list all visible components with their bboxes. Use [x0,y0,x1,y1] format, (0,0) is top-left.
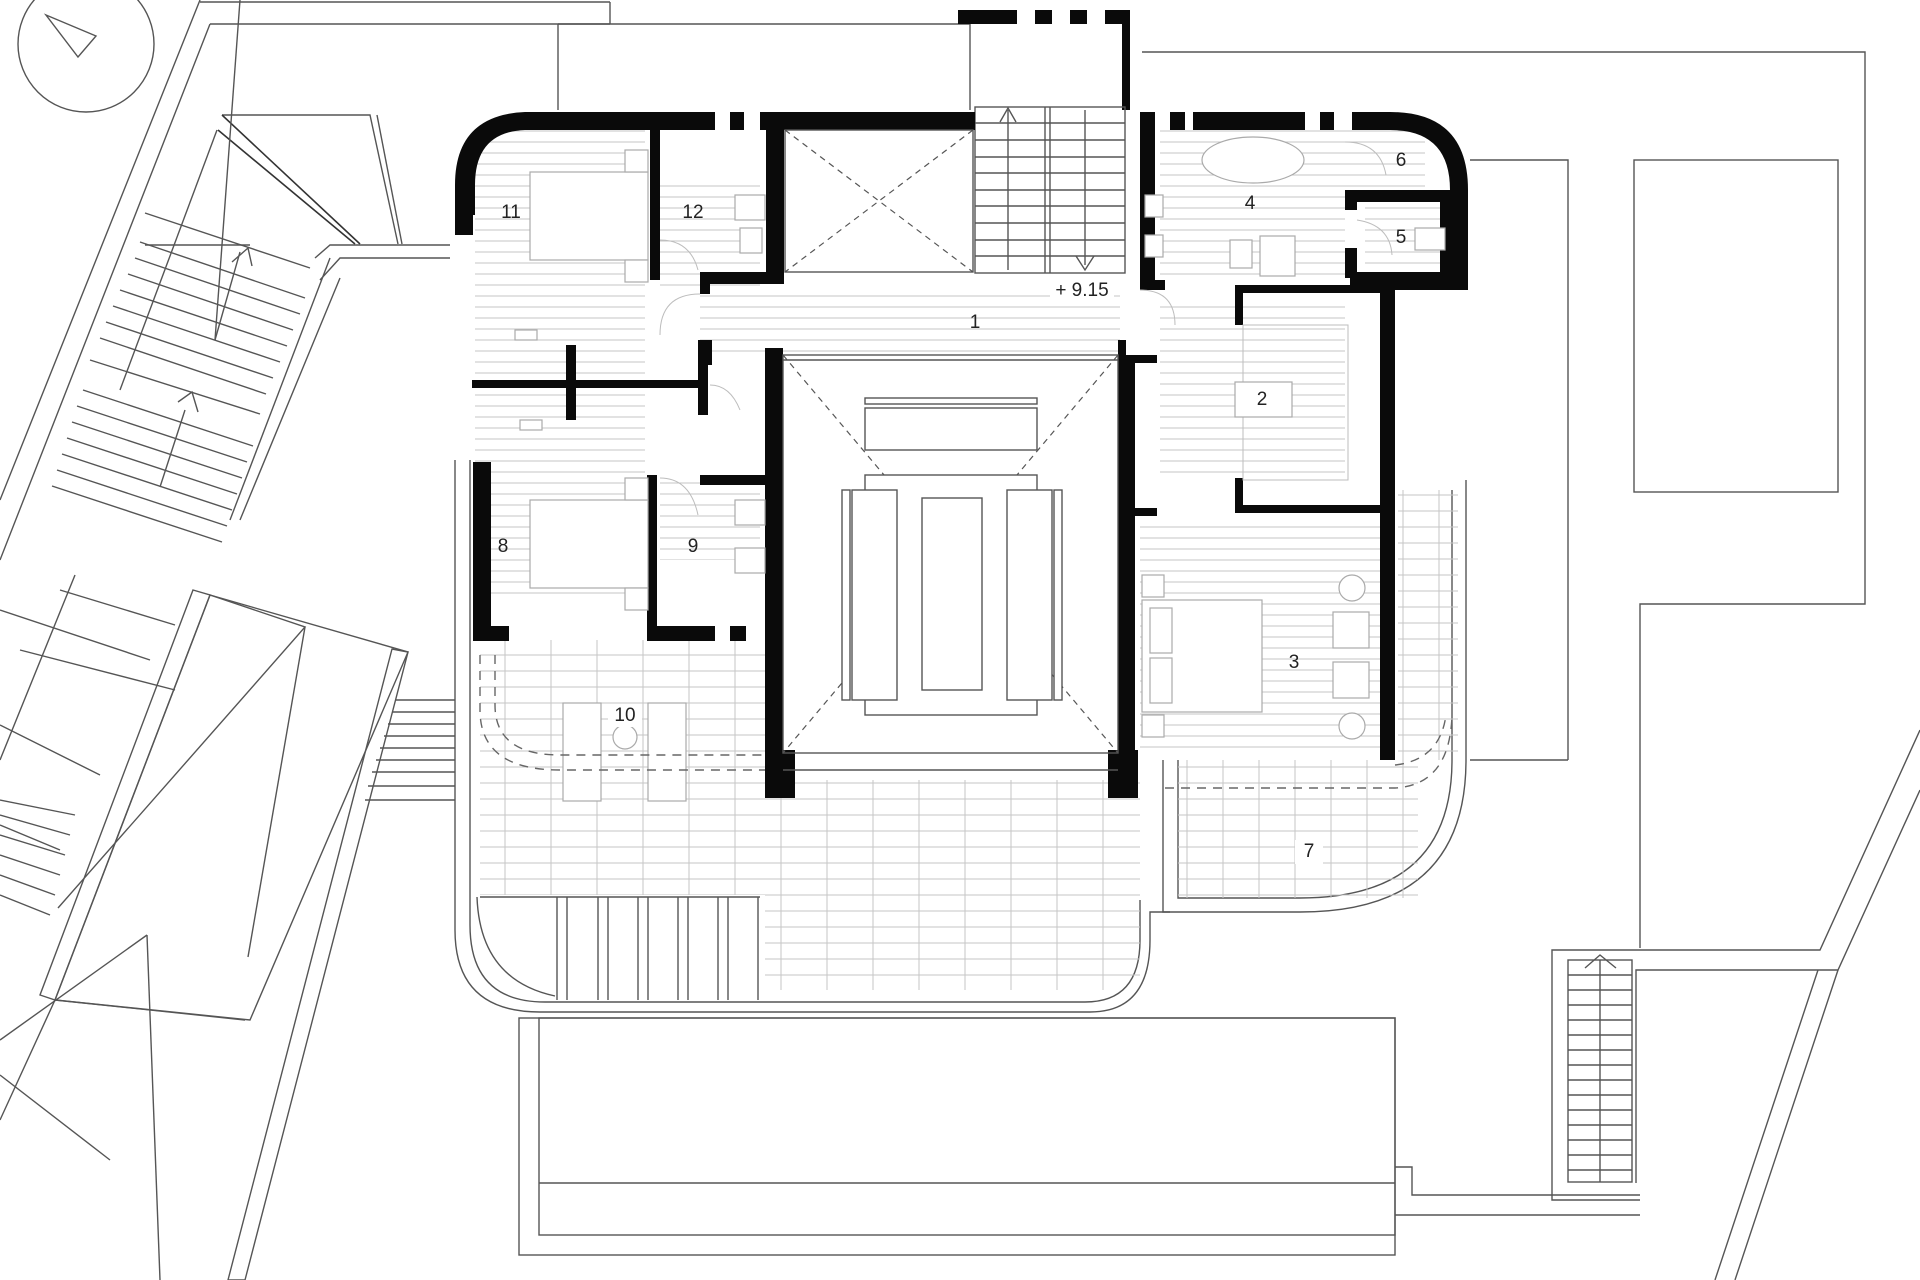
bed-room-8 [529,499,649,589]
main-stair [958,10,1130,274]
terrace-10-grid [480,640,765,895]
sunbed [647,702,687,802]
stair-down-arrow-icon [1075,255,1095,272]
level-marker: + 9.15 [1055,280,1108,301]
pool-block [518,1017,1640,1256]
room-label-4: 4 [1245,193,1256,214]
bathtub [1201,136,1305,184]
wall-nw-corner [455,112,715,235]
left-stair-upper [99,0,311,395]
room-label-10: 10 [614,705,635,726]
room-labels: + 9.15 1 2 3 4 5 6 7 8 9 10 11 12 [498,150,1407,864]
sunbed [562,702,602,802]
bed-room-11 [529,171,649,261]
terrace-steps-left [365,699,455,801]
room-label-6: 6 [1396,150,1407,171]
room-label-8: 8 [498,536,509,557]
room-label-11: 11 [501,202,521,223]
left-stair-lower [51,359,261,543]
room-label-5: 5 [1396,227,1407,248]
deck-boards [476,896,760,1000]
north-arrow-icon [17,0,155,113]
terrace-7-grid [1178,760,1418,898]
right-stair [1567,954,1633,1183]
building [454,112,1468,1013]
room-label-1: 1 [970,312,981,333]
neighbouring-roof [0,589,409,1280]
stair-up-arrow-icon [999,106,1017,123]
left-stair-bottom [0,799,76,916]
room-label-3: 3 [1289,652,1300,673]
room-label-2: 2 [1257,389,1268,410]
room-label-12: 12 [682,202,703,223]
central-void [782,354,1119,754]
room-label-7: 7 [1304,841,1315,862]
dining-table [841,397,1063,716]
room-2-table [1234,381,1293,418]
room-label-9: 9 [688,536,699,557]
